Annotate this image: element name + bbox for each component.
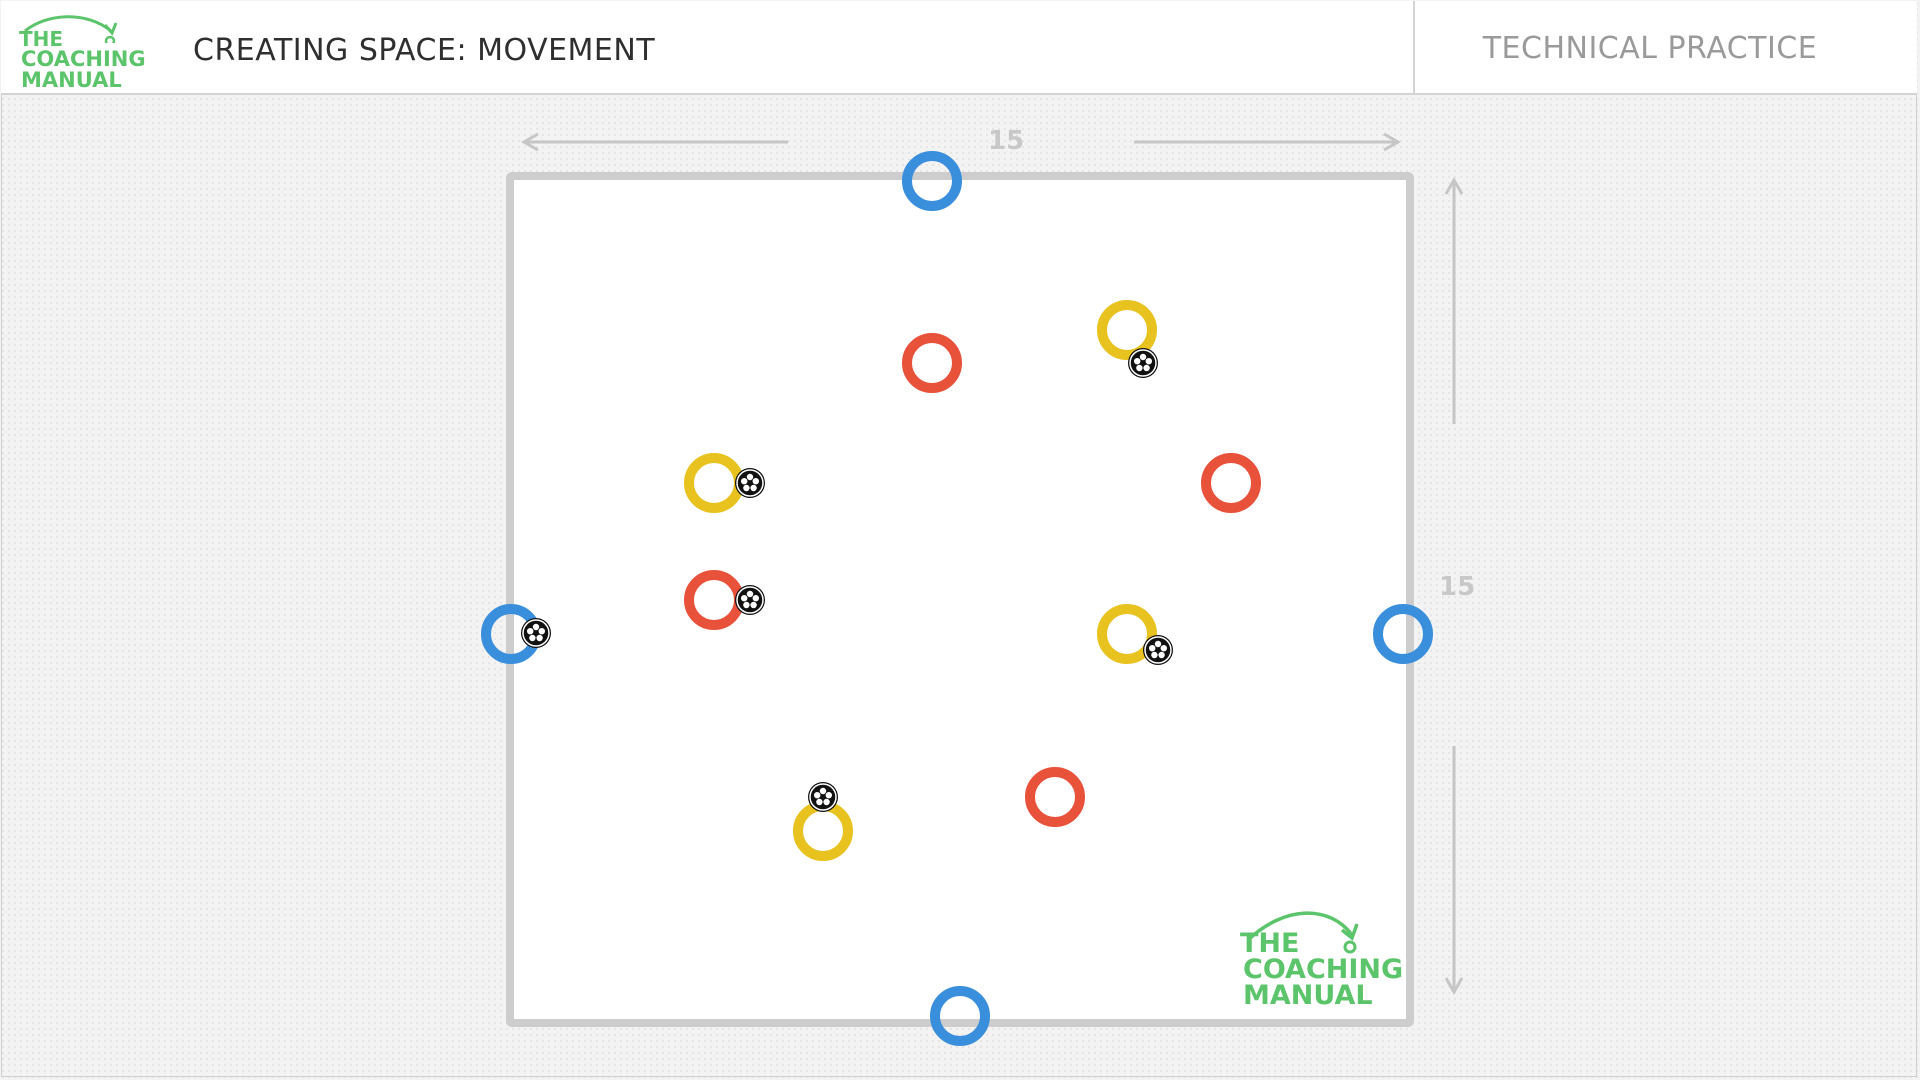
watermark-line-3: MANUAL <box>1243 980 1373 1011</box>
blue-player-top <box>902 151 962 211</box>
ball-icon <box>807 781 839 813</box>
watermark-line-1: THE <box>1240 928 1299 959</box>
ball-icon <box>1142 634 1174 666</box>
yellow-player-with-ball <box>684 453 766 513</box>
width-dimension-label: 15 <box>988 126 1025 156</box>
ball-icon <box>520 617 552 649</box>
height-dimension-label: 15 <box>1439 572 1476 602</box>
header-bar: THE COACHING MANUAL CREATING SPACE: MOVE… <box>1 1 1917 95</box>
width-dimension-arrow <box>520 132 1402 152</box>
page-title: CREATING SPACE: MOVEMENT <box>193 33 656 68</box>
red-player <box>1025 767 1085 827</box>
watermark-arc-icon <box>1246 911 1354 942</box>
ball-icon <box>1127 347 1159 379</box>
logo-line-2: COACHING <box>21 47 146 71</box>
logo-line-3: MANUAL <box>21 68 122 92</box>
logo-line-1: THE <box>19 27 64 51</box>
yellow-player-with-ball <box>1097 604 1174 666</box>
yellow-player-with-ball <box>1097 300 1159 379</box>
watermark-logo: THE COACHING MANUAL <box>1240 911 1403 1011</box>
practice-type-label: TECHNICAL PRACTICE <box>1482 31 1818 66</box>
ball-icon <box>734 467 766 499</box>
blue-player-bottom <box>930 986 990 1046</box>
blue-player-left-with-ball <box>481 604 552 664</box>
logo-arc-icon <box>24 15 118 43</box>
red-player <box>902 333 962 393</box>
watermark-line-2: COACHING <box>1243 954 1403 985</box>
header-divider <box>1413 1 1415 95</box>
red-player-with-ball <box>684 570 766 630</box>
blue-player-right <box>1373 604 1433 664</box>
height-dimension-arrow <box>1444 176 1464 996</box>
red-player <box>1201 453 1261 513</box>
ball-icon <box>734 584 766 616</box>
yellow-player-with-ball <box>793 781 853 861</box>
